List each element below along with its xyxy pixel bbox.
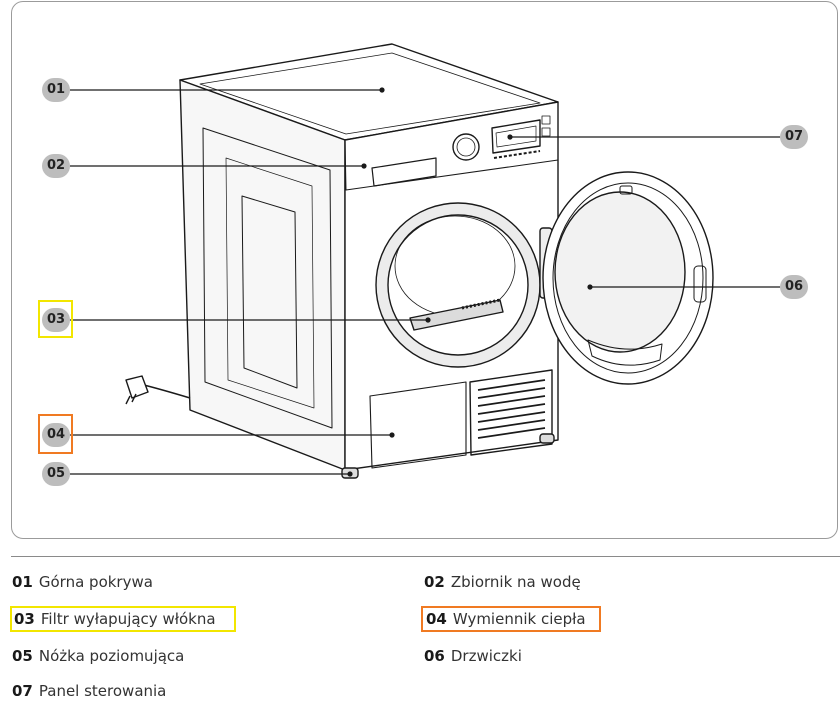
legend-number: 04 [426,610,447,628]
callout-04: 04 [42,423,70,447]
callout-02: 02 [42,154,70,178]
callout-01: 01 [42,78,70,102]
highlight-box-03 [38,300,73,338]
legend-item-07: 07 Panel sterowania [12,681,166,701]
legend-divider [11,556,840,557]
legend-label: Górna pokrywa [38,573,153,591]
legend-label: Filtr wyłapujący włókna [40,610,216,628]
dryer-illustration [70,43,780,479]
legend-item-03: 03 Filtr wyłapujący włókna [14,609,216,629]
legend-item-04: 04 Wymiennik ciepła [426,609,586,629]
legend-number: 03 [14,610,35,628]
legend-highlight-04 [421,606,601,632]
legend-number: 05 [12,647,33,665]
legend-number: 07 [12,682,33,700]
callout-05: 05 [42,462,70,486]
callout-06: 06 [780,275,808,299]
legend-label: Panel sterowania [38,682,167,700]
legend-item-05: 05 Nóżka poziomująca [12,646,184,666]
legend-label: Nóżka poziomująca [38,647,185,665]
callout-03: 03 [42,308,70,332]
legend-label: Zbiornik na wodę [450,573,581,591]
legend-item-01: 01 Górna pokrywa [12,572,153,592]
legend-label: Wymiennik ciepła [452,610,586,628]
legend-item-06: 06 Drzwiczki [424,646,522,666]
legend-item-02: 02 Zbiornik na wodę [424,572,581,592]
highlight-box-04 [38,414,73,454]
legend-number: 01 [12,573,33,591]
diagram-frame [11,1,838,539]
legend-label: Drzwiczki [450,647,522,665]
legend-number: 02 [424,573,445,591]
legend-highlight-03 [10,606,236,632]
legend-number: 06 [424,647,445,665]
callout-07: 07 [780,125,808,149]
